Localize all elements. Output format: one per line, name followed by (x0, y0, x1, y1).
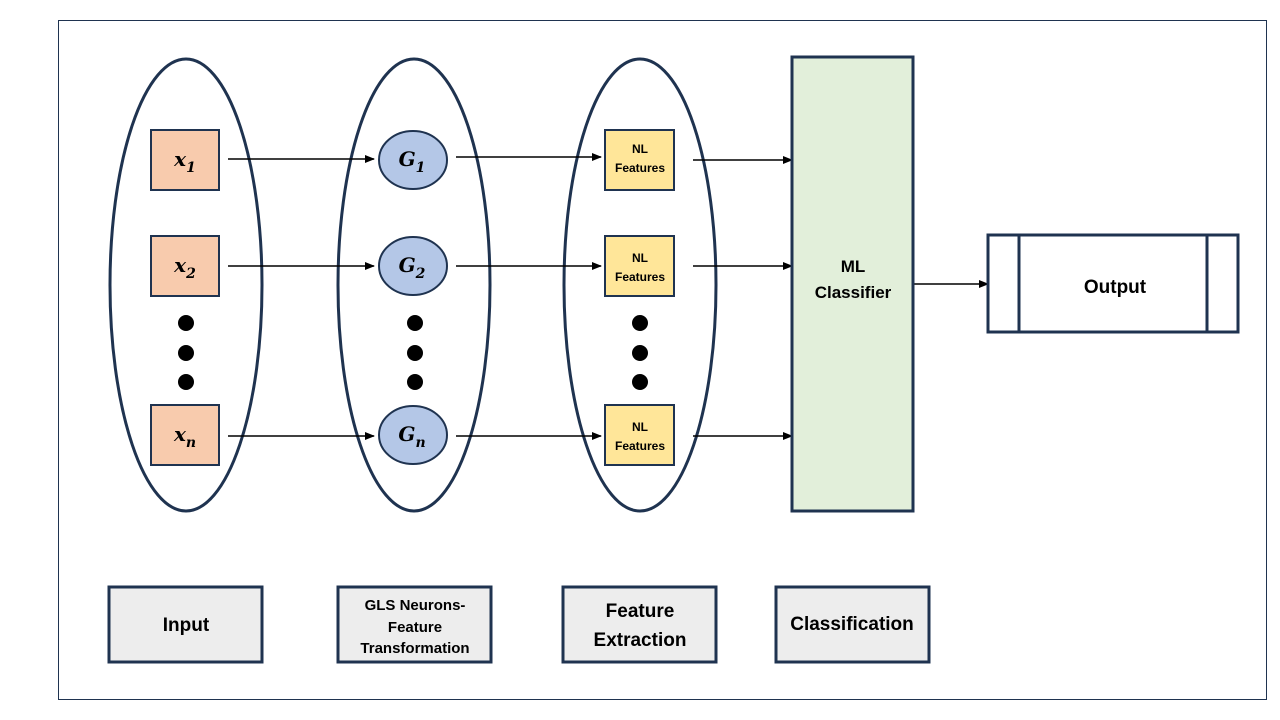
stage-label-gls-line1: GLS Neurons- (365, 597, 466, 614)
neuron-1-base: G (399, 147, 416, 171)
input-node-n: xn (150, 404, 220, 466)
feature-2-line2: Features (615, 270, 665, 284)
feature-node-2: NL Features (604, 235, 675, 297)
feature-node-1: NL Features (604, 129, 675, 191)
feature-1-line1: NL (632, 142, 648, 156)
stage-label-input-text: Input (163, 615, 210, 636)
feature-2-line1: NL (632, 251, 648, 265)
svg-text:xn: xn (173, 422, 196, 451)
stage-label-gls-line3: Transformation (360, 640, 469, 657)
svg-text:G1: G1 (399, 147, 426, 176)
stage-label-feature-line2: Extraction (594, 630, 687, 651)
neuron-node-1: G1 (378, 130, 448, 190)
feature-1-line2: Features (615, 161, 665, 175)
input-n-sub: n (186, 435, 196, 451)
neuron-n-base: G (398, 422, 415, 446)
svg-text:x2: x2 (173, 253, 196, 282)
classifier-line1: ML (841, 257, 866, 276)
stage-label-classification: Classification (774, 585, 931, 664)
stage-label-classification-text: Classification (790, 614, 914, 635)
stage-label-input: Input (107, 585, 264, 664)
input-2-sub: 2 (185, 266, 196, 282)
stage-label-gls-line2: Feature (388, 619, 442, 636)
svg-text:Gn: Gn (398, 422, 425, 451)
output-label: Output (1084, 277, 1147, 298)
input-2-base: x (173, 253, 187, 277)
stage-label-feature-line1: Feature (606, 601, 675, 622)
feature-n-line1: NL (632, 420, 648, 434)
input-group-ellipse (108, 57, 264, 513)
stage-label-gls: GLS Neurons- Feature Transformation (336, 585, 493, 664)
feature-n-line2: Features (615, 439, 665, 453)
stage-label-feature: Feature Extraction (561, 585, 718, 664)
classifier-line2: Classifier (815, 283, 892, 302)
neuron-node-n: Gn (378, 405, 448, 465)
svg-text:G2: G2 (399, 253, 426, 282)
input-1-sub: 1 (186, 160, 196, 176)
output-block: Output (986, 233, 1240, 334)
neuron-ellipsis-dots (407, 315, 423, 390)
input-1-base: x (173, 147, 187, 171)
neuron-group-ellipse (336, 57, 492, 513)
neuron-2-sub: 2 (415, 266, 426, 282)
input-n-base: x (173, 422, 187, 446)
ml-classifier-block: ML Classifier (790, 55, 915, 513)
diagram-frame (58, 20, 1267, 700)
neuron-node-2: G2 (378, 236, 448, 296)
neuron-n-sub: n (415, 435, 425, 451)
feature-node-n: NL Features (604, 404, 675, 466)
svg-text:x1: x1 (173, 147, 196, 176)
neuron-1-sub: 1 (416, 160, 426, 176)
feature-ellipsis-dots (632, 315, 648, 390)
input-ellipsis-dots (178, 315, 194, 390)
connector-arrows (228, 153, 989, 440)
neuron-2-base: G (399, 253, 416, 277)
feature-group-ellipse (562, 57, 718, 513)
input-node-2: x2 (150, 235, 220, 297)
input-node-1: x1 (150, 129, 220, 191)
